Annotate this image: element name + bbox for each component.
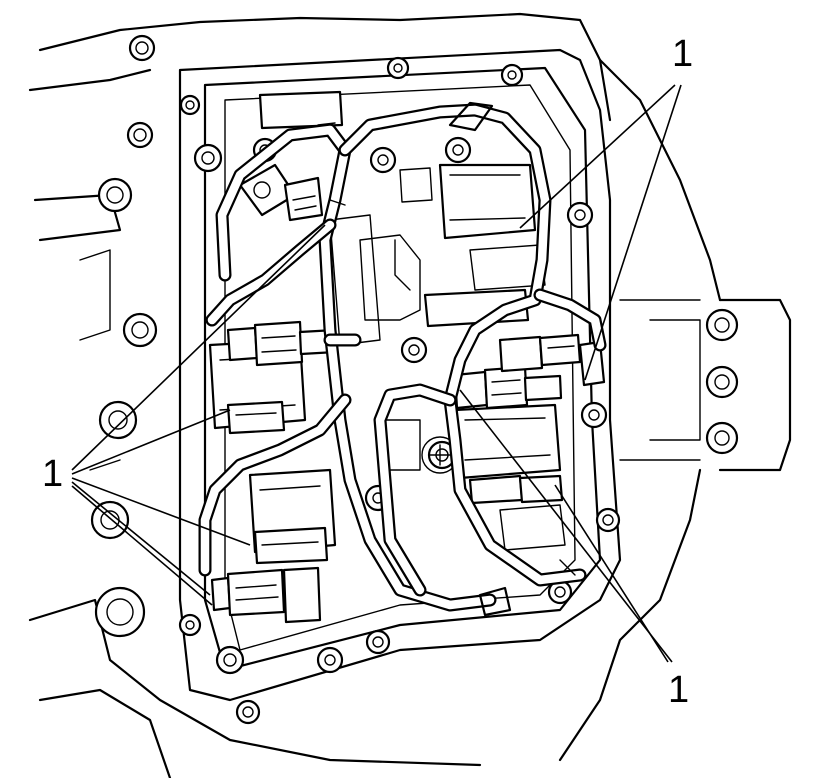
connector-left-middle [226, 400, 286, 435]
leader-left-5 [71, 485, 213, 606]
callout-labels: 1 1 1 [40, 32, 696, 711]
leader-top-right-1 [519, 84, 676, 229]
connector-left-lower [253, 526, 329, 565]
connector-center-right [453, 365, 563, 410]
callout-bottom-right: 1 [668, 669, 689, 711]
leader-left-3 [71, 477, 251, 546]
callout-top-right: 1 [672, 33, 693, 75]
connector-left-upper [226, 320, 338, 367]
solenoids [208, 90, 562, 554]
leader-bottom-right-2 [459, 389, 673, 663]
connector-right-upper [498, 333, 582, 373]
leader-left-4 [71, 481, 211, 596]
connectors [210, 163, 606, 624]
valve-body-center [329, 167, 566, 551]
connector-bottom-right [468, 474, 564, 505]
callout-left: 1 [42, 453, 63, 495]
connector-bottom-left [210, 566, 322, 624]
wiring-harness [198, 101, 607, 617]
leader-lines [71, 84, 682, 663]
case-bolts [90, 34, 739, 638]
leader-left-2 [71, 409, 231, 475]
leader-top-right-2 [584, 84, 682, 381]
leader-left-1 [71, 224, 326, 471]
transmission-case [28, 12, 792, 778]
connector-top-left [238, 163, 324, 222]
